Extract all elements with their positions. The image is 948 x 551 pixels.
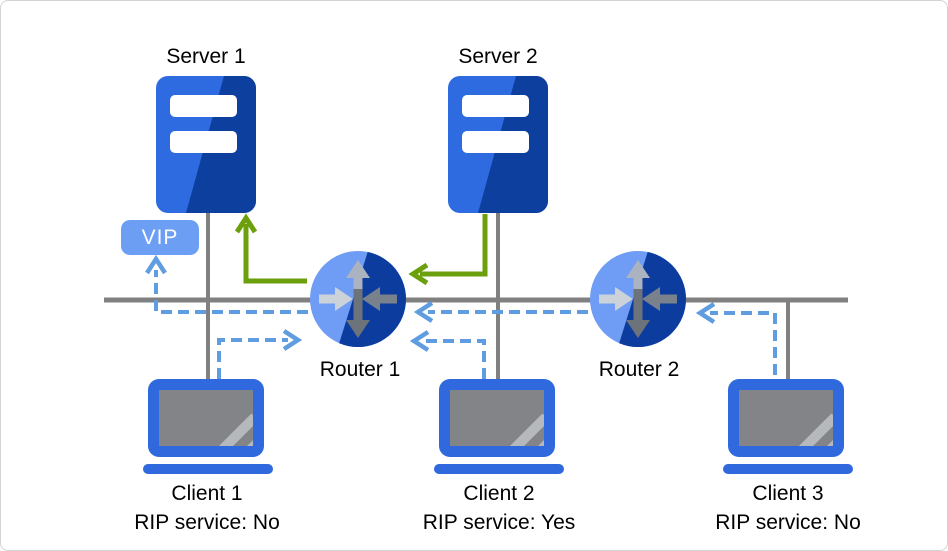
router1-router-icon: [310, 251, 406, 347]
client1-label: Client 1: [171, 482, 243, 505]
router2-router-icon: [590, 251, 686, 347]
server1-label: Server 1: [166, 45, 246, 68]
router1-label: Router 1: [319, 358, 401, 381]
client2-laptop-icon: [434, 379, 564, 474]
green-arrow-router1-to-server1: [234, 213, 307, 284]
dashed-arrow-client1-to-router1: [217, 329, 303, 379]
client3-rip-status: RIP service: No: [715, 511, 861, 534]
client3-laptop-icon: [723, 379, 853, 474]
client3-label: Client 3: [752, 482, 824, 505]
router2-label: Router 2: [598, 358, 680, 381]
client1-rip-status: RIP service: No: [134, 511, 280, 534]
server2-label: Server 2: [458, 45, 538, 68]
server1-server-icon: [156, 76, 256, 213]
dashed-arrow-router1-to-vip: [145, 254, 308, 314]
vip-badge: VIP: [121, 220, 199, 255]
client1-laptop-icon: [143, 379, 273, 474]
dashed-arrow-router2-to-router1: [413, 301, 588, 323]
vip-badge-label: VIP: [141, 225, 179, 249]
dashed-arrow-client2-to-router1: [409, 330, 486, 379]
dashed-arrow-client3-to-router2: [695, 302, 777, 375]
green-arrow-server2-to-router1: [408, 214, 488, 286]
server2-server-icon: [448, 76, 548, 213]
client2-rip-status: RIP service: Yes: [422, 511, 576, 534]
client2-label: Client 2: [463, 482, 535, 505]
